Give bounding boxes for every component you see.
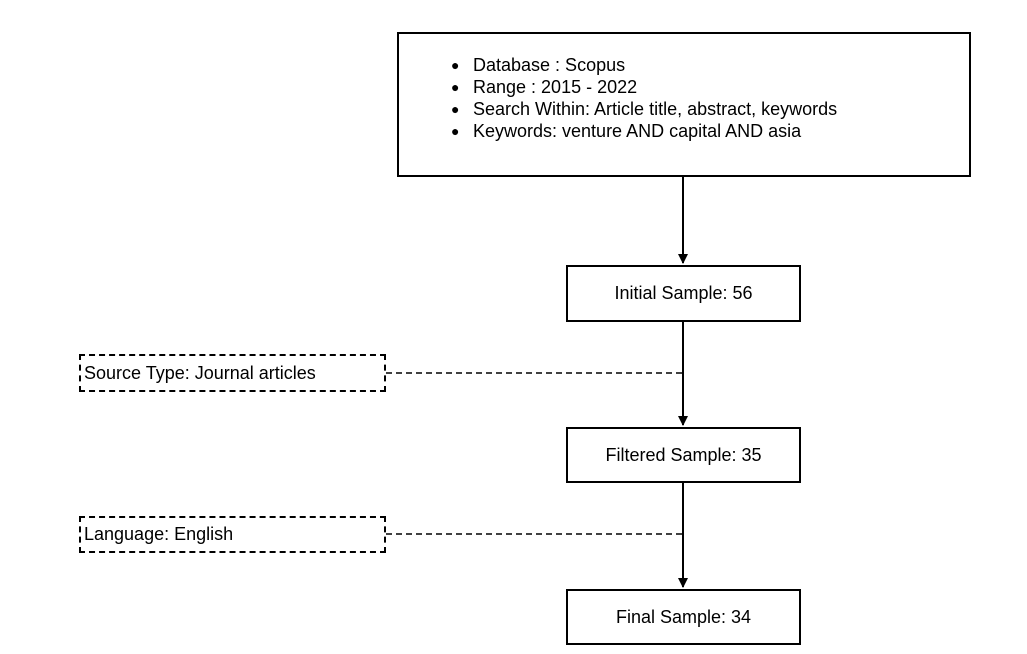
search-criteria-list: ●Database : Scopus ●Range : 2015 - 2022 … — [399, 34, 969, 142]
final-sample-box: Final Sample: 34 — [566, 589, 801, 645]
bullet-icon: ● — [451, 57, 460, 73]
criteria-text: Database : Scopus — [473, 55, 626, 75]
criteria-item-range: ● Range : 2015 - 2022 — [451, 76, 969, 98]
criteria-item-search-within: ● Search Within: Article title, abstract,… — [451, 98, 969, 120]
final-sample-label: Final Sample: 34 — [615, 606, 752, 627]
bullet-icon: ● — [451, 79, 460, 95]
filtered-sample-box: Filtered Sample: 35 — [566, 427, 801, 483]
bullet-icon: ● — [451, 123, 460, 139]
initial-sample-label: Initial Sample: 56 — [614, 283, 753, 303]
source-type-label: Source Type: Journal articles — [84, 362, 316, 383]
initial-sample-box: Initial Sample: 56 — [566, 265, 801, 322]
language-label: Language: English — [84, 524, 234, 544]
bullet-icon: ● — [451, 101, 460, 117]
criteria-text: Keywords: venture AND capital AND asia — [473, 121, 802, 141]
language-filter-box: Language: English — [79, 516, 386, 553]
criteria-item-keywords: ● Keywords: venture AND capital AND asia — [451, 120, 969, 142]
filtered-sample-label: Filtered Sample: 35 — [605, 444, 762, 465]
criteria-text: Search Within: Article title, abstract, … — [473, 99, 838, 119]
criteria-text: Range : 2015 - 2022 — [473, 77, 638, 97]
search-criteria-box: ●Database : Scopus ●Range : 2015 - 2022 … — [397, 32, 971, 177]
source-type-filter-box: Source Type: Journal articles — [79, 354, 386, 392]
criteria-item-database: ● Database : Scopus — [451, 54, 969, 76]
